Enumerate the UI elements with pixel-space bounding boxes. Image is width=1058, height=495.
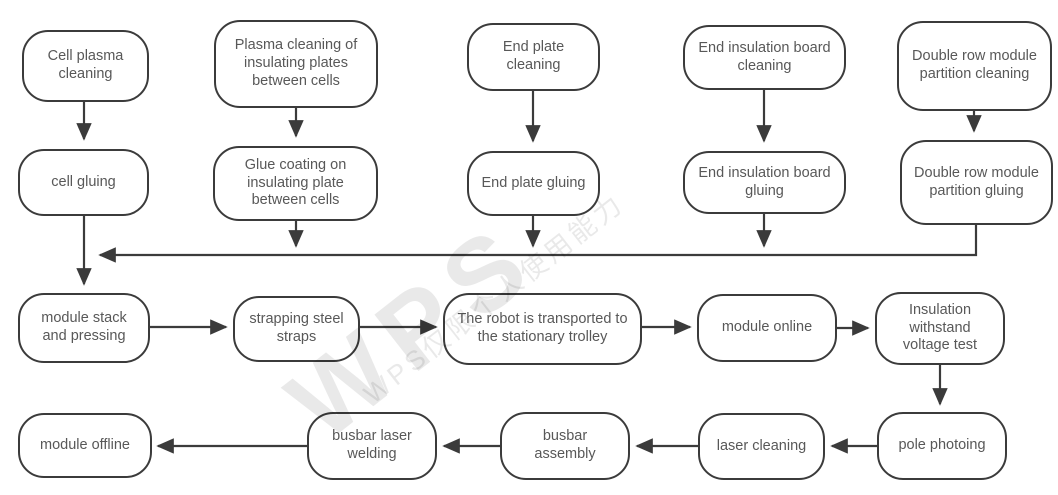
- node-glue-coating-insulating-plate: Glue coating on insulating plate between…: [213, 146, 378, 221]
- node-robot-transport-trolley: The robot is transported to the stationa…: [443, 293, 642, 365]
- node-strapping-steel-straps: strapping steel straps: [233, 296, 360, 362]
- collector-line: [98, 225, 978, 263]
- node-double-row-partition-gluing: Double row module partition gluing: [900, 140, 1053, 225]
- node-plasma-cleaning-insulating-plates: Plasma cleaning of insulating plates bet…: [214, 20, 378, 108]
- node-end-plate-cleaning: End plate cleaning: [467, 23, 600, 91]
- node-laser-cleaning: laser cleaning: [698, 413, 825, 480]
- node-module-offline: module offline: [18, 413, 152, 478]
- node-module-online: module online: [697, 294, 837, 362]
- node-end-insulation-board-cleaning: End insulation board cleaning: [683, 25, 846, 90]
- node-end-insulation-board-gluing: End insulation board gluing: [683, 151, 846, 214]
- node-insulation-withstand-voltage-test: Insulation withstand voltage test: [875, 292, 1005, 365]
- node-module-stack-pressing: module stack and pressing: [18, 293, 150, 363]
- node-cell-plasma-cleaning: Cell plasma cleaning: [22, 30, 149, 102]
- node-end-plate-gluing: End plate gluing: [467, 151, 600, 216]
- node-cell-gluing: cell gluing: [18, 149, 149, 216]
- node-busbar-assembly: busbar assembly: [500, 412, 630, 480]
- node-double-row-partition-cleaning: Double row module partition cleaning: [897, 21, 1052, 111]
- node-busbar-laser-welding: busbar laser welding: [307, 412, 437, 480]
- node-pole-photoing: pole photoing: [877, 412, 1007, 480]
